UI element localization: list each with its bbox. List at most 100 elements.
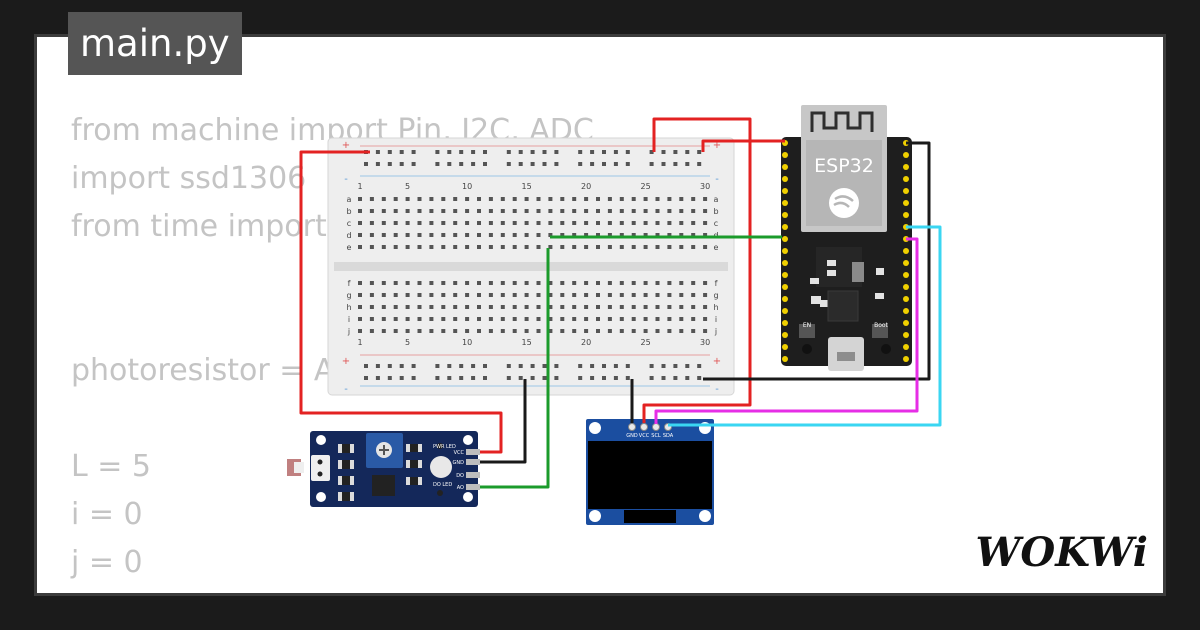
breadboard-hole[interactable] — [453, 233, 458, 237]
breadboard-hole[interactable] — [572, 317, 577, 321]
breadboard-hole[interactable] — [560, 305, 565, 309]
breadboard-hole[interactable] — [369, 221, 374, 225]
breadboard-hole[interactable] — [584, 197, 589, 201]
breadboard-hole[interactable] — [524, 305, 529, 309]
breadboard-hole[interactable] — [417, 197, 422, 201]
rail-hole[interactable] — [518, 150, 523, 154]
breadboard-hole[interactable] — [607, 209, 612, 213]
breadboard-hole[interactable] — [441, 281, 446, 285]
rail-hole[interactable] — [542, 150, 547, 154]
en-button[interactable] — [802, 344, 812, 354]
breadboard-hole[interactable] — [691, 221, 696, 225]
breadboard-hole[interactable] — [631, 293, 636, 297]
esp32-pin[interactable] — [782, 212, 788, 218]
rail-hole[interactable] — [673, 150, 678, 154]
breadboard-hole[interactable] — [560, 221, 565, 225]
breadboard-hole[interactable] — [619, 233, 624, 237]
breadboard-hole[interactable] — [584, 293, 589, 297]
breadboard-hole[interactable] — [643, 317, 648, 321]
breadboard-hole[interactable] — [619, 245, 624, 249]
breadboard-hole[interactable] — [512, 329, 517, 333]
esp32-pin[interactable] — [782, 356, 788, 362]
breadboard-hole[interactable] — [405, 293, 410, 297]
breadboard-hole[interactable] — [393, 245, 398, 249]
breadboard-hole[interactable] — [548, 329, 553, 333]
esp32-pin[interactable] — [903, 164, 909, 170]
breadboard-hole[interactable] — [524, 281, 529, 285]
breadboard-hole[interactable] — [691, 233, 696, 237]
breadboard-hole[interactable] — [453, 281, 458, 285]
boot-button[interactable] — [881, 344, 891, 354]
rail-hole[interactable] — [518, 162, 523, 166]
breadboard-hole[interactable] — [369, 209, 374, 213]
rail-hole[interactable] — [697, 364, 702, 368]
breadboard-hole[interactable] — [453, 329, 458, 333]
breadboard-hole[interactable] — [381, 245, 386, 249]
rail-hole[interactable] — [483, 150, 487, 154]
breadboard-hole[interactable] — [381, 209, 386, 213]
rail-hole[interactable] — [554, 162, 559, 166]
breadboard-hole[interactable] — [453, 305, 458, 309]
rail-hole[interactable] — [506, 376, 511, 380]
esp32-pin[interactable] — [903, 320, 909, 326]
breadboard-hole[interactable] — [607, 245, 612, 249]
breadboard-hole[interactable] — [524, 233, 529, 237]
breadboard-hole[interactable] — [691, 317, 696, 321]
breadboard-hole[interactable] — [667, 317, 672, 321]
rail-hole[interactable] — [530, 162, 535, 166]
breadboard-hole[interactable] — [679, 329, 684, 333]
breadboard-hole[interactable] — [429, 281, 434, 285]
breadboard-hole[interactable] — [655, 209, 660, 213]
breadboard-hole[interactable] — [405, 305, 410, 309]
breadboard-hole[interactable] — [405, 245, 410, 249]
breadboard-hole[interactable] — [393, 233, 398, 237]
breadboard-hole[interactable] — [703, 197, 708, 201]
rail-hole[interactable] — [435, 376, 440, 380]
breadboard-hole[interactable] — [703, 281, 708, 285]
breadboard-hole[interactable] — [429, 293, 434, 297]
rail-hole[interactable] — [673, 376, 678, 380]
breadboard-hole[interactable] — [631, 329, 636, 333]
rail-hole[interactable] — [685, 376, 690, 380]
breadboard-hole[interactable] — [369, 233, 374, 237]
breadboard-hole[interactable] — [393, 221, 398, 225]
rail-hole[interactable] — [542, 364, 547, 368]
breadboard-hole[interactable] — [393, 329, 398, 333]
breadboard-hole[interactable] — [631, 209, 636, 213]
breadboard-hole[interactable] — [536, 305, 541, 309]
oled-pin[interactable] — [640, 423, 648, 431]
breadboard-hole[interactable] — [500, 221, 505, 225]
rail-hole[interactable] — [530, 376, 535, 380]
breadboard-hole[interactable] — [381, 197, 386, 201]
esp32-pin[interactable] — [782, 236, 788, 242]
breadboard-hole[interactable] — [536, 245, 541, 249]
breadboard-hole[interactable] — [596, 317, 600, 321]
breadboard-hole[interactable] — [524, 329, 529, 333]
rail-hole[interactable] — [375, 364, 380, 368]
breadboard-hole[interactable] — [584, 281, 589, 285]
breadboard-hole[interactable] — [358, 329, 362, 333]
breadboard-hole[interactable] — [417, 305, 422, 309]
breadboard-hole[interactable] — [548, 245, 553, 249]
rail-hole[interactable] — [435, 364, 440, 368]
breadboard-hole[interactable] — [405, 233, 410, 237]
breadboard-hole[interactable] — [429, 317, 434, 321]
breadboard-hole[interactable] — [679, 233, 684, 237]
breadboard-hole[interactable] — [560, 317, 565, 321]
breadboard-hole[interactable] — [465, 245, 470, 249]
breadboard-hole[interactable] — [631, 305, 636, 309]
breadboard-hole[interactable] — [703, 293, 708, 297]
rail-hole[interactable] — [649, 376, 654, 380]
breadboard-hole[interactable] — [429, 245, 434, 249]
rail-hole[interactable] — [447, 150, 452, 154]
rail-hole[interactable] — [590, 364, 595, 368]
breadboard-hole[interactable] — [536, 329, 541, 333]
breadboard-hole[interactable] — [548, 233, 553, 237]
breadboard-hole[interactable] — [607, 329, 612, 333]
breadboard-hole[interactable] — [477, 245, 481, 249]
breadboard-hole[interactable] — [584, 209, 589, 213]
rail-hole[interactable] — [530, 364, 535, 368]
breadboard-hole[interactable] — [655, 233, 660, 237]
breadboard-hole[interactable] — [560, 245, 565, 249]
